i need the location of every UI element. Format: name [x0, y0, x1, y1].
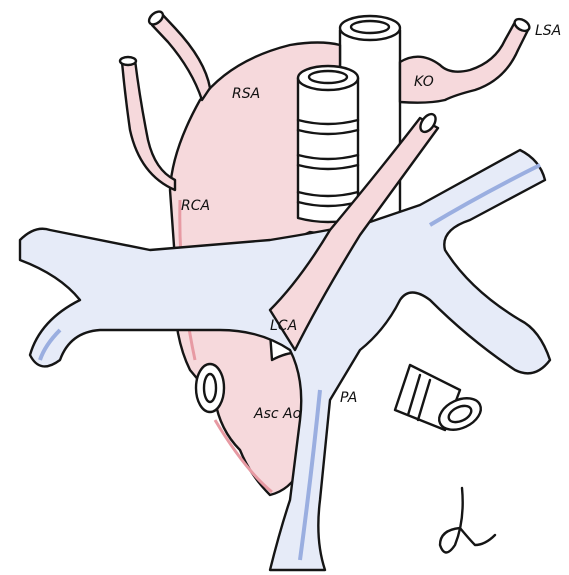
label-asc-ao: Asc Ao [253, 406, 301, 422]
trachea-tube-front [298, 66, 358, 222]
label-lsa: LSA [535, 23, 561, 39]
right-subclavian-artery [147, 9, 210, 100]
label-ko: KO [414, 74, 434, 90]
label-rsa: RSA [232, 86, 260, 102]
label-rca: RCA [181, 198, 210, 214]
label-lca: LCA [270, 318, 297, 334]
signature [440, 488, 495, 553]
label-pa: PA [340, 390, 357, 406]
right-carotid-artery [120, 57, 175, 190]
bronchus-tube-left [196, 364, 224, 412]
bronchus-tube-right [395, 365, 486, 436]
